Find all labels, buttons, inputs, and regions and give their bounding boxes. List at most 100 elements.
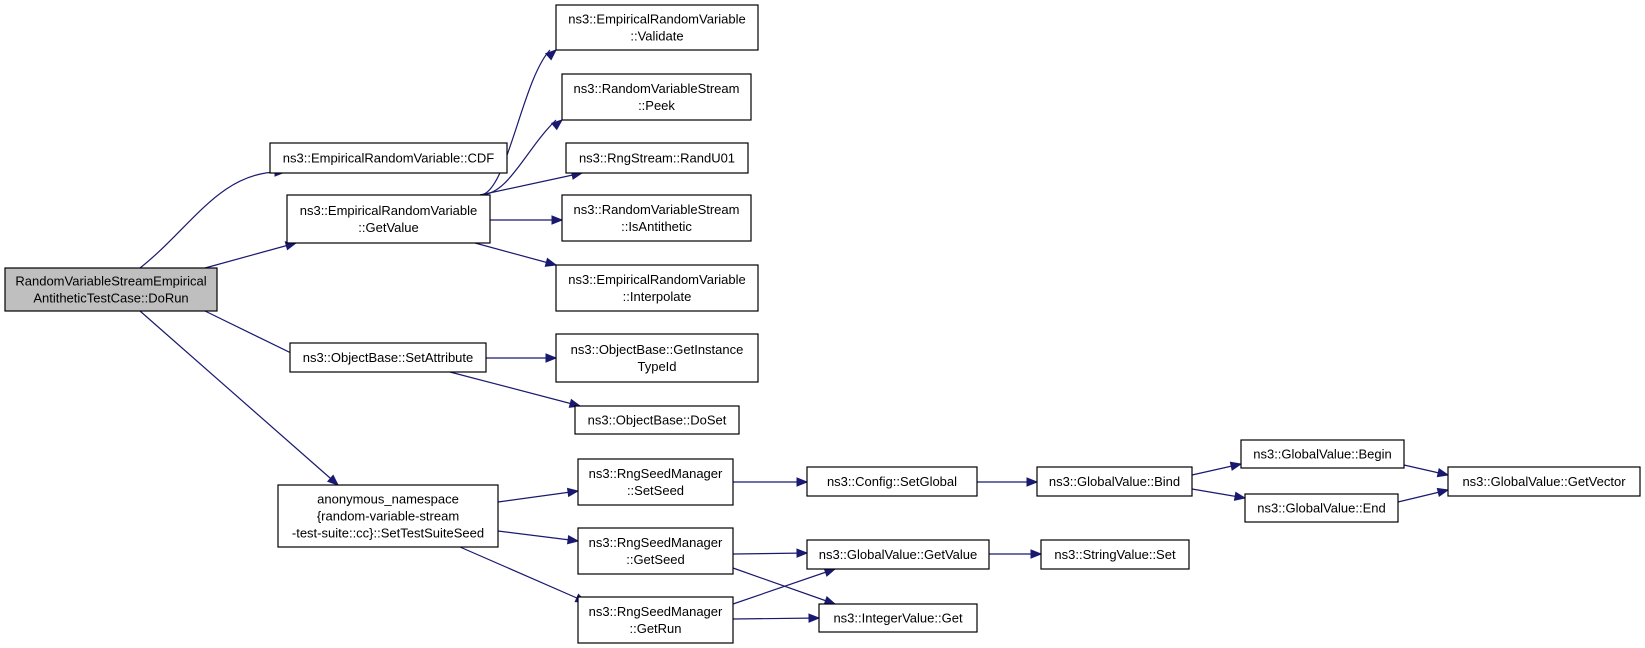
node-label: ns3::EmpiricalRandomVariable (300, 203, 478, 218)
node-end[interactable]: ns3::GlobalValue::End (1244, 493, 1399, 523)
node-strset[interactable]: ns3::StringValue::Set (1040, 539, 1190, 570)
node-label: ns3::RngSeedManager (589, 604, 723, 619)
arrowhead-icon (796, 477, 809, 487)
edge-line (449, 371, 581, 407)
node-label: AntitheticTestCase::DoRun (33, 291, 188, 306)
node-box (4, 267, 218, 312)
node-box (806, 539, 990, 570)
edge-line (204, 242, 297, 269)
edge-getvalue-to-interp (474, 242, 558, 267)
node-box (277, 484, 499, 548)
node-label: ns3::EmpiricalRandomVariable (568, 12, 746, 27)
edge-line (459, 546, 587, 603)
node-cdf[interactable]: ns3::EmpiricalRandomVariable::CDF (269, 142, 508, 174)
edge-end-to-getvector (1397, 487, 1450, 503)
arrowhead-icon (545, 353, 558, 363)
node-intget[interactable]: ns3::IntegerValue::Get (818, 603, 978, 633)
edge-getvalue-to-validate (479, 49, 558, 196)
node-label: ns3::EmpiricalRandomVariable (568, 272, 746, 287)
node-root[interactable]: RandomVariableStreamEmpiricalAntitheticT… (4, 267, 218, 312)
node-setattr[interactable]: ns3::ObjectBase::SetAttribute (289, 342, 487, 373)
edge-line (497, 490, 579, 503)
node-box (574, 405, 740, 435)
node-label: ns3::GlobalValue::Bind (1049, 474, 1180, 489)
edge-root-to-anon (139, 310, 340, 486)
node-box (565, 142, 749, 174)
node-label: {random-variable-stream (317, 509, 459, 524)
edge-anon-to-getrun (459, 546, 588, 603)
edge-bind-to-begin (1191, 461, 1243, 476)
edge-getrun-to-intget (732, 613, 821, 623)
node-peek[interactable]: ns3::RandomVariableStream::Peek (561, 73, 752, 121)
edge-getvalue-to-randu01 (479, 170, 584, 196)
node-label: ns3::RngSeedManager (589, 466, 723, 481)
node-box (555, 264, 759, 312)
call-graph-nodes: RandomVariableStreamEmpiricalAntitheticT… (4, 4, 1641, 644)
node-box (561, 194, 752, 242)
node-label: ns3::RandomVariableStream (574, 81, 740, 96)
node-gv_getvalue[interactable]: ns3::GlobalValue::GetValue (806, 539, 990, 570)
arrowhead-icon (544, 257, 558, 267)
edge-line (139, 171, 280, 269)
arrowhead-icon (796, 548, 809, 558)
arrowhead-icon (566, 487, 580, 498)
node-label: ns3::GlobalValue::GetVector (1462, 474, 1626, 489)
node-label: ns3::RandomVariableStream (574, 202, 740, 217)
node-interp[interactable]: ns3::EmpiricalRandomVariable::Interpolat… (555, 264, 759, 312)
node-label: ::Interpolate (623, 289, 692, 304)
node-box (577, 527, 734, 575)
node-label: ::SetSeed (627, 483, 684, 498)
edge-line (497, 530, 579, 542)
edge-anon-to-getseed (497, 530, 580, 545)
arrowhead-icon (1026, 477, 1039, 487)
node-getseed[interactable]: ns3::RngSeedManager::GetSeed (577, 527, 734, 575)
node-label: ::Peek (638, 98, 675, 113)
arrowhead-icon (1436, 487, 1450, 498)
node-getrun[interactable]: ns3::RngSeedManager::GetRun (577, 596, 734, 644)
node-isanti[interactable]: ns3::RandomVariableStream::IsAntithetic (561, 194, 752, 242)
node-box (577, 596, 734, 644)
node-label: ns3::RngSeedManager (589, 535, 723, 550)
arrowhead-icon (566, 534, 580, 545)
edge-bind-to-end (1191, 488, 1247, 501)
arrowhead-icon (550, 119, 564, 131)
arrowhead-icon (551, 215, 564, 225)
node-label: ns3::GlobalValue::GetValue (819, 547, 978, 562)
edge-line (732, 617, 820, 620)
edge-setglobal-to-bind (977, 477, 1039, 487)
node-box (555, 333, 759, 383)
node-begin[interactable]: ns3::GlobalValue::Begin (1240, 439, 1405, 469)
node-getvector[interactable]: ns3::GlobalValue::GetVector (1447, 466, 1641, 497)
node-box (1240, 439, 1405, 469)
edge-setseed-to-setglobal (733, 477, 809, 487)
node-getvalue[interactable]: ns3::EmpiricalRandomVariable::GetValue (286, 194, 491, 244)
arrowhead-icon (1233, 491, 1247, 501)
node-label: ns3::EmpiricalRandomVariable::CDF (283, 151, 495, 166)
arrowhead-icon (1436, 468, 1450, 478)
node-label: ns3::ObjectBase::DoSet (588, 413, 727, 428)
node-label: -test-suite::cc}::SetTestSuiteSeed (292, 526, 484, 541)
node-box (577, 458, 734, 506)
node-box (289, 342, 487, 373)
node-box (806, 466, 978, 497)
edge-gv_getvalue-to-strset (989, 549, 1043, 559)
node-setglobal[interactable]: ns3::Config::SetGlobal (806, 466, 978, 497)
node-setseed[interactable]: ns3::RngSeedManager::SetSeed (577, 458, 734, 506)
node-box (561, 73, 752, 121)
arrowhead-icon (1229, 461, 1243, 471)
edge-begin-to-getvector (1403, 464, 1450, 478)
node-doset[interactable]: ns3::ObjectBase::DoSet (574, 405, 740, 435)
node-label: ::GetValue (358, 220, 418, 235)
node-anon[interactable]: anonymous_namespace{random-variable-stre… (277, 484, 499, 548)
edge-getseed-to-gv_getvalue (732, 548, 809, 558)
node-validate[interactable]: ns3::EmpiricalRandomVariable::Validate (555, 4, 759, 51)
node-bind[interactable]: ns3::GlobalValue::Bind (1036, 466, 1193, 497)
edge-root-to-getvalue (204, 241, 298, 269)
node-label: ::GetRun (629, 621, 681, 636)
node-box (818, 603, 978, 633)
node-label: ns3::GlobalValue::End (1257, 501, 1385, 516)
node-randu01[interactable]: ns3::RngStream::RandU01 (565, 142, 749, 174)
edge-line (139, 310, 339, 486)
node-box (269, 142, 508, 174)
